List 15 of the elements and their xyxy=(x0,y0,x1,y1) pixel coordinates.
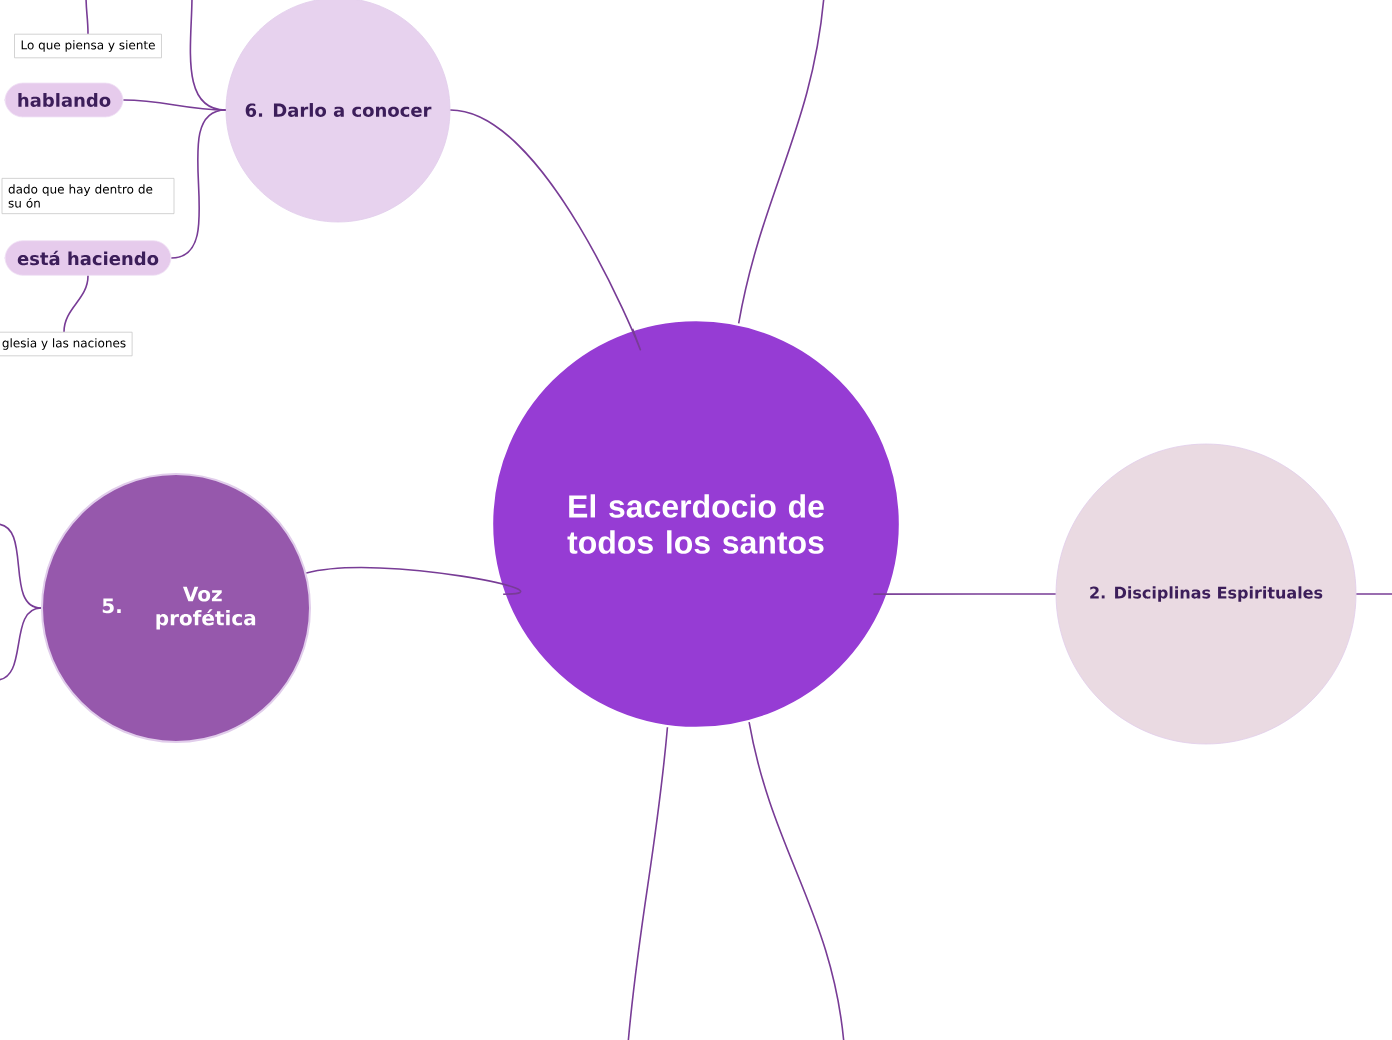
connector-line xyxy=(189,0,227,111)
connector-line xyxy=(0,523,42,609)
connector-line xyxy=(305,566,522,595)
connector-line xyxy=(1355,593,1392,595)
subtopic-pill: está haciendo xyxy=(4,240,172,276)
subtopic-pill: hablando xyxy=(4,82,124,118)
connector-line xyxy=(170,109,227,259)
connector-line xyxy=(627,726,669,1040)
connector-line xyxy=(85,0,89,35)
connector-line xyxy=(449,109,641,350)
connector-line xyxy=(737,0,825,325)
connector-line xyxy=(873,593,1057,595)
connector-line xyxy=(748,721,845,1040)
connector-line xyxy=(63,274,89,333)
connector-line xyxy=(0,607,42,681)
